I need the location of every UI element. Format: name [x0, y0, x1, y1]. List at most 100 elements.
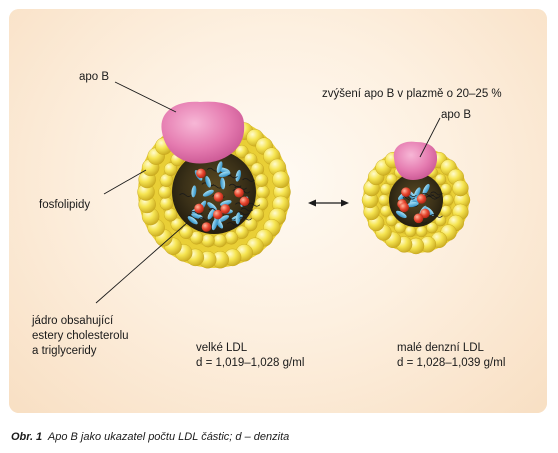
phospholipid-head: [440, 183, 452, 195]
label-apo-b-large: apo B: [79, 71, 110, 83]
phospholipid-head: [243, 152, 258, 167]
fatty-acid-chain: [179, 193, 192, 197]
phospholipid-head: [224, 231, 239, 245]
phospholipid-head: [272, 170, 290, 189]
cholesterol-ester: [218, 171, 231, 178]
leader-lines: [95, 81, 441, 304]
leader-core: [95, 221, 189, 304]
cholesterol-ester: [216, 161, 223, 173]
cholesterol-ester: [235, 212, 241, 225]
cholesterol-ester: [406, 201, 419, 208]
leader-apo-b-large: [114, 81, 177, 113]
phospholipid-head: [378, 194, 390, 206]
large-ldl-particle: [137, 101, 291, 269]
phospholipid-head: [426, 222, 438, 234]
triglyceride: [401, 187, 411, 197]
phospholipid-head: [442, 194, 454, 206]
phospholipid-head: [158, 185, 172, 199]
phospholipid-head: [201, 233, 215, 248]
cholesterol-ester: [396, 210, 407, 219]
small-ldl-particle: [361, 141, 471, 255]
conversion-double-arrow: [308, 199, 349, 207]
small-ldl-phospholipid-heads-inner: [378, 162, 454, 238]
label-apo-b-small: apo B: [441, 109, 472, 121]
phospholipid-head: [159, 197, 174, 211]
label-apo-b-increase: zvýšení apo B v plazmě o 20–25 %: [322, 88, 502, 100]
leader-phospholipids: [103, 169, 147, 195]
fatty-acid-chain: [226, 222, 240, 226]
phospholipid-head: [385, 214, 398, 227]
small-apo-b-protein: [393, 141, 438, 180]
triglyceride: [213, 192, 224, 202]
fatty-acid-chain: [234, 185, 248, 190]
label-large-ldl: velké LDL d = 1,019–1,028 g/ml: [196, 341, 304, 371]
triglyceride: [220, 204, 231, 214]
caption-prefix: Obr. 1: [11, 431, 43, 443]
phospholipid-head: [434, 214, 447, 227]
triglyceride: [201, 222, 212, 232]
triglyceride: [194, 203, 204, 214]
triglyceride: [416, 194, 427, 204]
label-core-description: jádro obsahující estery cholesterolu a t…: [32, 314, 129, 359]
cholesterol-ester: [220, 200, 232, 207]
fatty-acid-chain: [190, 210, 203, 215]
cholesterol-ester: [207, 202, 217, 211]
phospholipid-head: [380, 183, 392, 195]
phospholipid-head: [213, 233, 227, 248]
fatty-acid-chain: [242, 178, 255, 182]
core-line-2: estery cholesterolu: [32, 330, 129, 342]
phospholipid-head: [179, 225, 193, 240]
fatty-acid-chain: [239, 216, 252, 221]
phospholipid-head: [394, 222, 406, 234]
small-ldl-name: malé denzní LDL: [397, 342, 484, 354]
cholesterol-ester: [191, 213, 203, 219]
large-ldl-density: d = 1,019–1,028 g/ml: [196, 357, 305, 369]
large-ldl-core-lipids: [179, 161, 261, 232]
leader-apo-b-small: [419, 117, 441, 158]
fatty-acid-chain: [236, 211, 249, 216]
cholesterol-ester: [422, 183, 430, 195]
fatty-acid-chain: [425, 195, 439, 200]
cholesterol-ester: [218, 215, 230, 223]
cholesterol-ester: [202, 189, 214, 197]
fatty-acid-chain: [430, 213, 443, 218]
phospholipid-head: [385, 173, 398, 186]
label-small-ldl: malé denzní LDL d = 1,028–1,039 g/ml: [397, 341, 505, 371]
core-line-3: a triglyceridy: [32, 345, 97, 357]
figure-caption: Obr. 1 Apo B jako ukazatel počtu LDL čás…: [11, 431, 289, 443]
fatty-acid-chain: [430, 191, 443, 196]
phospholipid-head: [452, 179, 469, 197]
cholesterol-ester: [211, 218, 218, 231]
fatty-acid-chain: [240, 207, 254, 212]
small-ldl-density: d = 1,028–1,039 g/ml: [397, 357, 506, 369]
triglyceride: [399, 202, 409, 213]
triglyceride: [234, 187, 244, 198]
cholesterol-ester: [205, 176, 211, 188]
phospholipid-head: [434, 173, 447, 186]
phospholipid-head: [235, 144, 249, 159]
caption-text: Apo B jako ukazatel počtu LDL částic; d …: [47, 431, 290, 443]
phospholipid-head: [235, 225, 249, 240]
cholesterol-ester: [207, 208, 215, 220]
large-apo-b-protein: [161, 101, 245, 164]
phospholipid-head: [440, 205, 452, 217]
large-ldl-name: velké LDL: [196, 342, 248, 354]
cholesterol-ester: [187, 216, 198, 225]
phospholipid-head: [254, 173, 269, 187]
triglyceride: [420, 208, 430, 219]
core-line-1: jádro obsahující: [32, 315, 114, 327]
phospholipid-head: [189, 231, 204, 245]
phospholipid-head: [250, 208, 265, 222]
triglyceride: [196, 168, 206, 179]
small-ldl-core-lipids: [396, 183, 443, 224]
fatty-acid-chain: [421, 192, 434, 197]
phospholipid-head: [380, 205, 392, 217]
cholesterol-ester: [191, 185, 197, 198]
phospholipid-head: [163, 162, 178, 176]
phospholipid-head: [256, 185, 270, 199]
phospholipid-head: [415, 225, 428, 238]
fatty-acid-chain: [427, 194, 441, 199]
cholesterol-ester: [235, 169, 241, 182]
triglyceride: [239, 196, 250, 207]
